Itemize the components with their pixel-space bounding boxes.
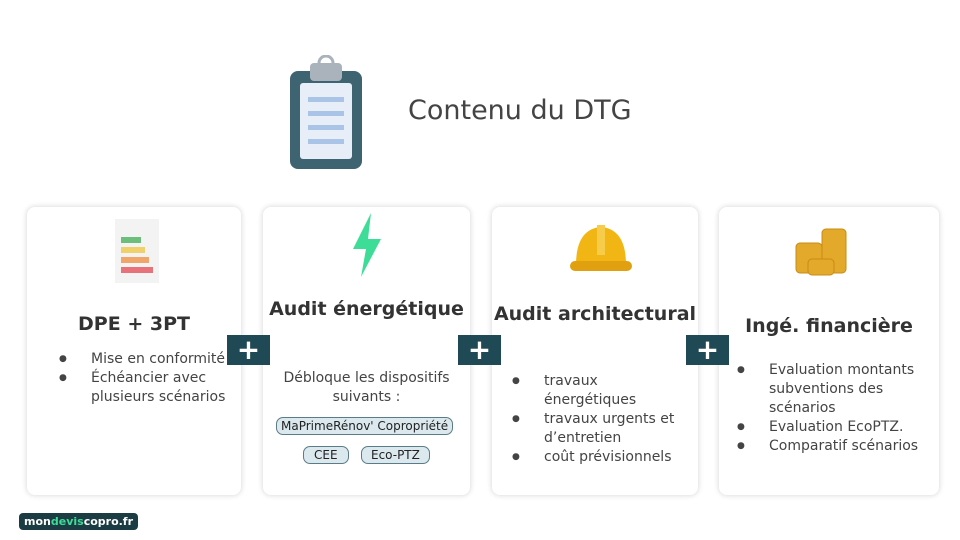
pill-cee: CEE [303, 446, 349, 464]
card-heading: Audit énergétique [269, 298, 464, 320]
logo-part: copro.fr [83, 515, 134, 528]
energy-label-icon [115, 219, 159, 287]
list-item: coût prévisionnels [512, 448, 692, 467]
logo-part: devis [50, 515, 84, 528]
clipboard-icon [288, 54, 364, 171]
coins-icon [794, 227, 850, 281]
card-dpe: DPE + 3PT Mise en conformité Échéancier … [27, 207, 241, 495]
pill-eco-ptz: Eco-PTZ [361, 446, 430, 464]
card-heading: Audit architectural [493, 303, 697, 325]
list-item: Comparatif scénarios [737, 437, 934, 456]
hard-hat-icon [570, 221, 632, 277]
brand-logo: mondeviscopro.fr [19, 513, 139, 530]
lightning-icon [351, 213, 383, 281]
card-audit-energetique: Audit énergétique Débloque les dispositi… [263, 207, 470, 495]
card-heading: DPE + 3PT [78, 313, 190, 335]
card-audit-architectural: Audit architectural travaux énergétiques… [492, 207, 698, 495]
card-text: Débloque les dispositifs suivants : [283, 370, 450, 405]
page-title: Contenu du DTG [408, 95, 632, 126]
plus-icon: + [458, 335, 501, 365]
plus-icon: + [227, 335, 270, 365]
list-item: Evaluation EcoPTZ. [737, 418, 934, 437]
list-item: Mise en conformité [59, 350, 231, 369]
pill-maprimerenov: MaPrimeRénov' Copropriété [276, 417, 454, 435]
plus-icon: + [686, 335, 729, 365]
list-item: Échéancier avec plusieurs scénarios [59, 369, 231, 407]
card-inge-financiere: Ingé. financière Evaluation montants sub… [719, 207, 939, 495]
list-item: travaux urgents et d’entretien [512, 410, 692, 448]
list-item: Evaluation montants subventions des scén… [737, 361, 934, 418]
logo-part: mon [24, 515, 51, 528]
card-heading: Ingé. financière [745, 315, 913, 337]
list-item: travaux énergétiques [512, 372, 692, 410]
